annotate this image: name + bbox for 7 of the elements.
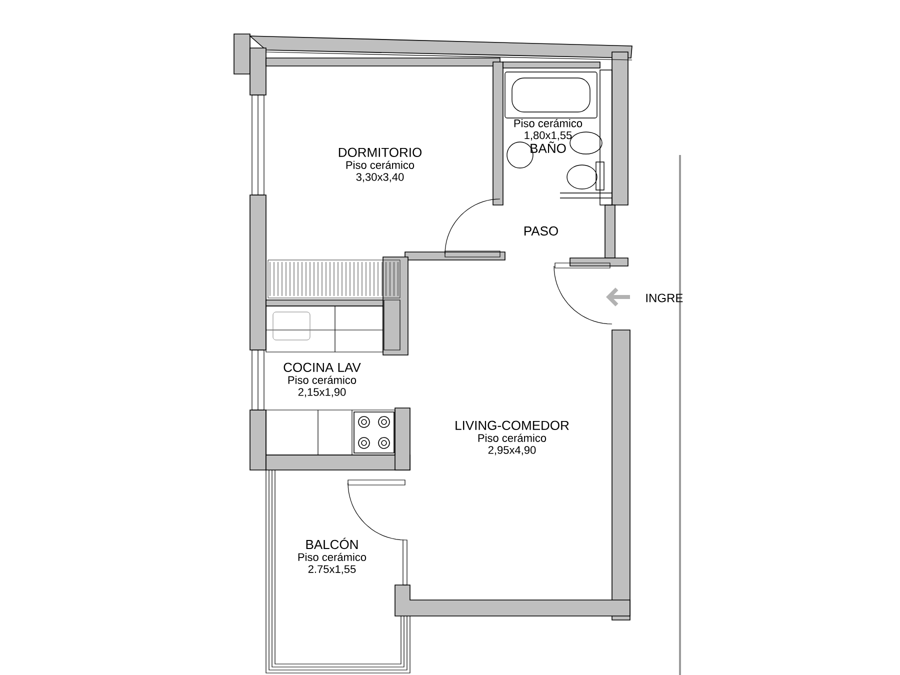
entrance-label: INGRE [646, 294, 683, 302]
room-label: BALCÓN Piso cerámico 2.75x1,55 [298, 538, 366, 574]
room-label: LIVING-COMEDOR Piso cerámico 2,95x4,90 [456, 420, 569, 456]
room-label: PASO [524, 226, 558, 236]
room-label: DORMITORIO Piso cerámico 3,30x3,40 [338, 148, 422, 182]
room-label: Piso cerámico 1,80x1,55 BAÑO [514, 119, 582, 153]
room-label: COCINA LAV Piso cerámico 2,15x1,90 [284, 362, 361, 398]
